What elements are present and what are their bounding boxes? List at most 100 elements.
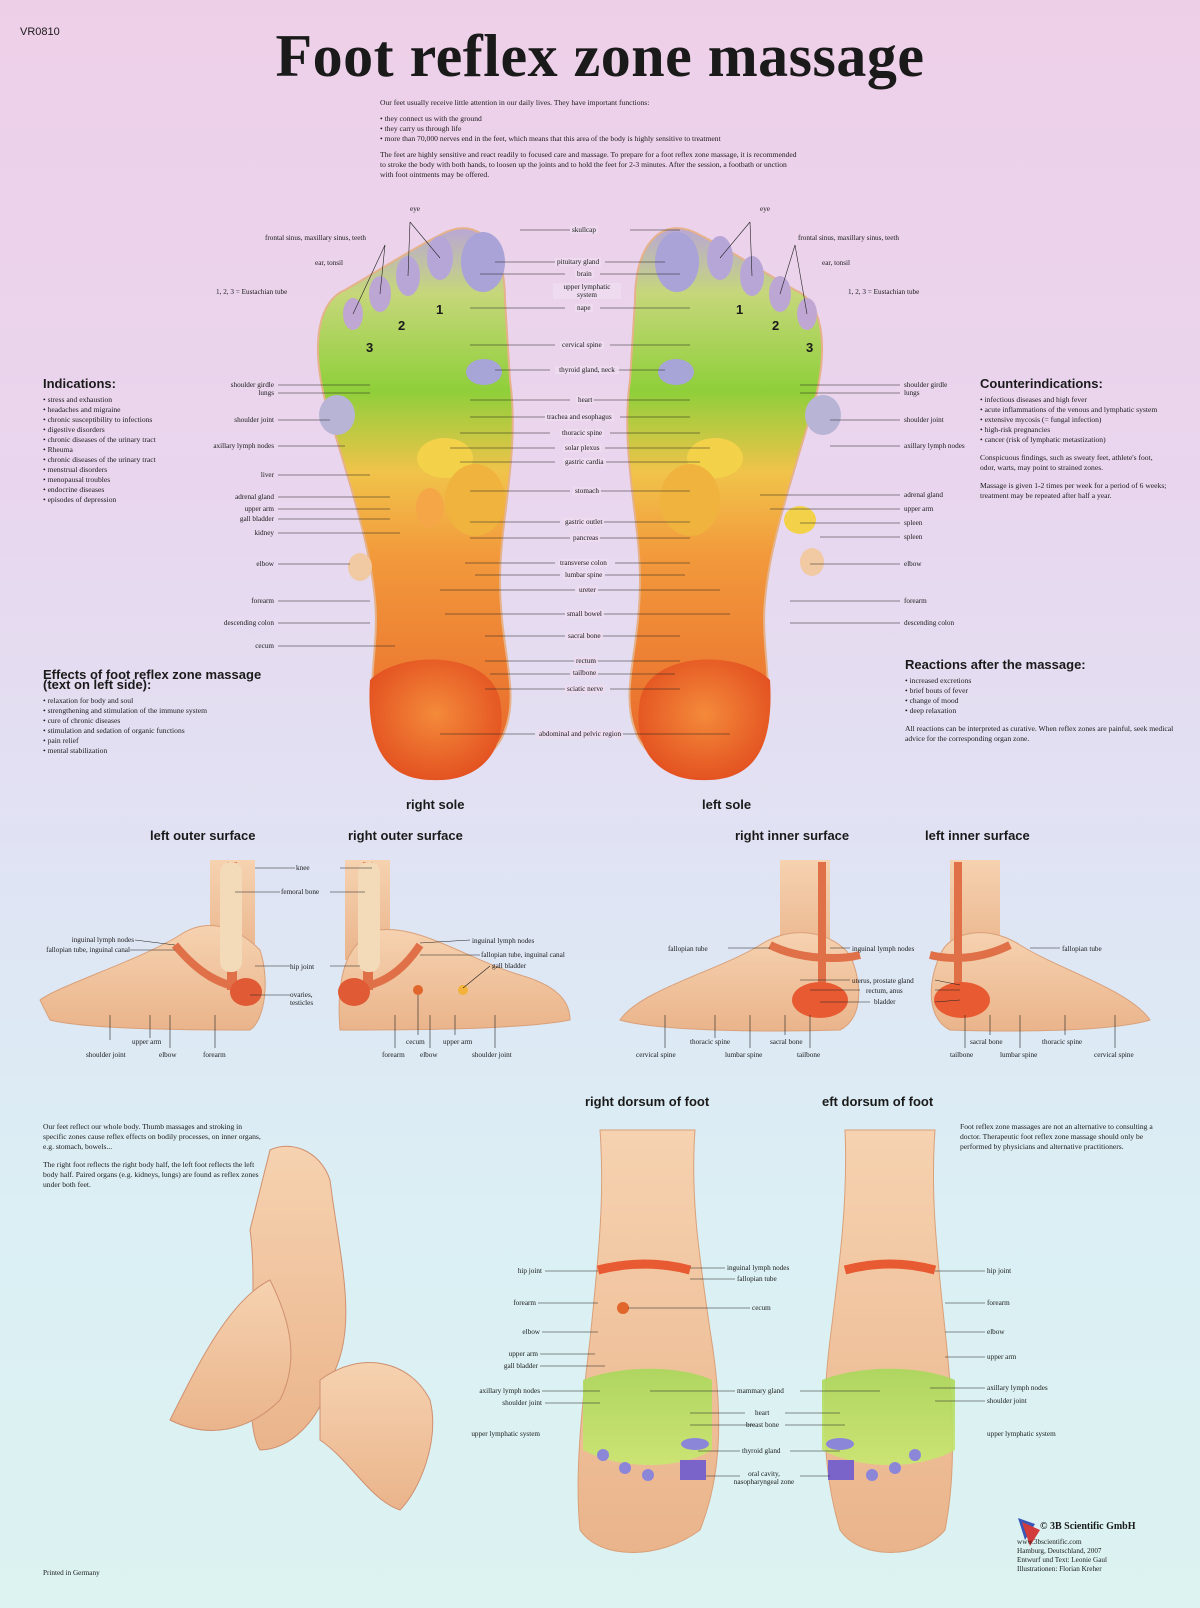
intro-bullet: they connect us with the ground [380, 114, 800, 124]
label-eye-right: eye [760, 205, 770, 213]
toe-number-1-right: 1 [736, 302, 744, 317]
label-sciatic-nerve: sciatic nerve [565, 685, 606, 693]
hands-massaging-foot [169, 1145, 434, 1511]
label-skullcap: skullcap [570, 226, 598, 234]
toe-number-3-right: 3 [806, 340, 814, 355]
list-item: strengthening and stimulation of the imm… [43, 706, 283, 716]
credit-line: Illustrationen: Florian Kreher [1017, 1565, 1102, 1573]
label-eustachian-left: 1, 2, 3 = Eustachian tube [216, 288, 288, 296]
label-sacral-inner-right: sacral bone [970, 1038, 1003, 1046]
label-lumbar-spine: lumbar spine [563, 571, 605, 579]
label-axillary-dorsum-left: axillary lymph nodes [479, 1387, 540, 1395]
counterindications-list: infectious diseases and high fever acute… [980, 395, 1170, 445]
label-ovaries: ovaries, testicles [290, 991, 314, 1007]
label-elbow-left: elbow [256, 560, 274, 568]
list-item: menstrual disorders [43, 465, 203, 475]
left-dorsum-foot [822, 1129, 955, 1553]
list-item: chronic diseases of the urinary tract [43, 435, 203, 445]
label-thoracic-spine: thoracic spine [560, 429, 605, 437]
label-forearm-right: forearm [904, 597, 927, 605]
label-upper-arm-outer-left: upper arm [132, 1038, 162, 1046]
label-frontal-sinus-right: frontal sinus, maxillary sinus, teeth [798, 234, 900, 242]
toe-number-1-left: 1 [436, 302, 444, 317]
right-inner-foot [619, 860, 861, 1032]
label-inguinal-outer-left: inguinal lymph nodes [71, 936, 134, 944]
label-lymph-dorsum-left: upper lymphatic system [471, 1430, 540, 1438]
reactions-note: All reactions can be interpreted as cura… [905, 724, 1174, 743]
list-item: brief bouts of fever [905, 686, 1175, 696]
label-inguinal-dorsum: inguinal lymph nodes [727, 1264, 790, 1272]
list-item: cure of chronic diseases [43, 716, 283, 726]
view-title-right-dorsum: right dorsum of foot [585, 1094, 710, 1109]
toe-number-2-right: 2 [772, 318, 780, 333]
label-thyroid-dorsum: thyroid gland [742, 1447, 781, 1455]
label-axillary-dorsum-right: axillary lymph nodes [987, 1384, 1048, 1392]
credit-line: Entwurf und Text: Leonie Gaul [1017, 1556, 1107, 1564]
list-item: menopausal troubles [43, 475, 203, 485]
label-upper-lymphatic-system: upper lymphatic system [553, 283, 621, 299]
label-elbow-outer-left: elbow [159, 1051, 177, 1059]
label-uterus: uterus, prostate gland [852, 977, 914, 985]
label-cecum: cecum [255, 642, 274, 650]
label-femoral-bone: femoral bone [281, 888, 320, 896]
label-shoulder-joint-outer-right: shoulder joint [472, 1051, 512, 1059]
credits: www.3bscientific.com Hamburg, Deutschlan… [1017, 1538, 1157, 1574]
list-item: cancer (risk of lymphatic metastization) [980, 435, 1170, 445]
label-ear-tonsil-left: ear, tonsil [315, 259, 344, 267]
effects-block: Effects of foot reflex zone massage (tex… [43, 668, 283, 764]
label-cecum-outer: cecum [406, 1038, 425, 1046]
label-upper-arm-right: upper arm [904, 505, 934, 513]
label-trachea: trachea and esophagus [545, 413, 614, 421]
bottom-right-text: Foot reflex zone massages are not an alt… [960, 1122, 1165, 1160]
label-eustachian-right: 1, 2, 3 = Eustachian tube [848, 288, 920, 296]
label-tailbone-inner-left: tailbone [797, 1051, 821, 1059]
label-eye-left: eye [410, 205, 420, 213]
intro-paragraph-2: The feet are highly sensitive and react … [380, 150, 797, 179]
label-thoracic-inner-right: thoracic spine [1042, 1038, 1083, 1046]
intro-paragraph-1: Our feet usually receive little attentio… [380, 98, 650, 107]
indications-list: stress and exhaustion headaches and migr… [43, 395, 203, 505]
brand-logo [1018, 1518, 1040, 1546]
label-cervical-inner-right: cervical spine [1094, 1051, 1134, 1059]
label-pancreas: pancreas [571, 534, 601, 542]
label-descending-colon-right: descending colon [904, 619, 955, 627]
label-hip-dorsum-right: hip joint [987, 1267, 1012, 1275]
effects-subheading: (text on left side): [43, 677, 152, 692]
list-item: relaxation for body and soul [43, 696, 283, 706]
indications-heading: Indications: [43, 376, 116, 391]
label-lungs-right: lungs [904, 389, 920, 397]
view-title-right-outer: right outer surface [348, 828, 463, 843]
label-adrenal-left: adrenal gland [235, 493, 274, 501]
counterindications-heading: Counterindications: [980, 376, 1103, 391]
label-mammary: mammary gland [737, 1387, 784, 1395]
label-stomach: stomach [573, 487, 601, 495]
label-forearm-left: forearm [251, 597, 274, 605]
credit-line: www.3bscientific.com [1017, 1538, 1082, 1546]
label-fallopian-dorsum: fallopian tube [737, 1275, 777, 1283]
label-breast-bone: breast bone [746, 1421, 779, 1429]
counterindications-block: Counterindications: infectious diseases … [980, 376, 1170, 509]
left-inner-foot [929, 860, 1151, 1032]
toe-number-3-left: 3 [366, 340, 374, 355]
label-cervical-inner-left: cervical spine [636, 1051, 676, 1059]
left-outer-foot [39, 860, 266, 1031]
label-elbow-dorsum-right: elbow [987, 1328, 1005, 1336]
right-outer-foot [338, 860, 571, 1031]
toe-number-2-left: 2 [398, 318, 406, 333]
label-shoulder-dorsum-right: shoulder joint [987, 1397, 1027, 1405]
label-thoracic-inner-left: thoracic spine [690, 1038, 731, 1046]
list-item: change of mood [905, 696, 1175, 706]
label-shoulder-dorsum-left: shoulder joint [502, 1399, 542, 1407]
page-title: Foot reflex zone massage [275, 23, 925, 89]
bottom-right-paragraph: Foot reflex zone massages are not an alt… [960, 1122, 1153, 1151]
label-forearm-dorsum-right: forearm [987, 1299, 1010, 1307]
label-bladder: bladder [874, 998, 896, 1006]
label-spleen: spleen [904, 519, 923, 527]
label-ear-tonsil-right: ear, tonsil [822, 259, 851, 267]
label-heart: heart [576, 396, 595, 404]
left-sole-diagram [626, 227, 841, 781]
label-fallopian-outer-right: fallopian tube, inguinal canal [481, 951, 565, 959]
label-gall-bladder-outer: gall bladder [492, 962, 527, 970]
list-item: endocrine diseases [43, 485, 203, 495]
label-brain: brain [575, 270, 594, 278]
